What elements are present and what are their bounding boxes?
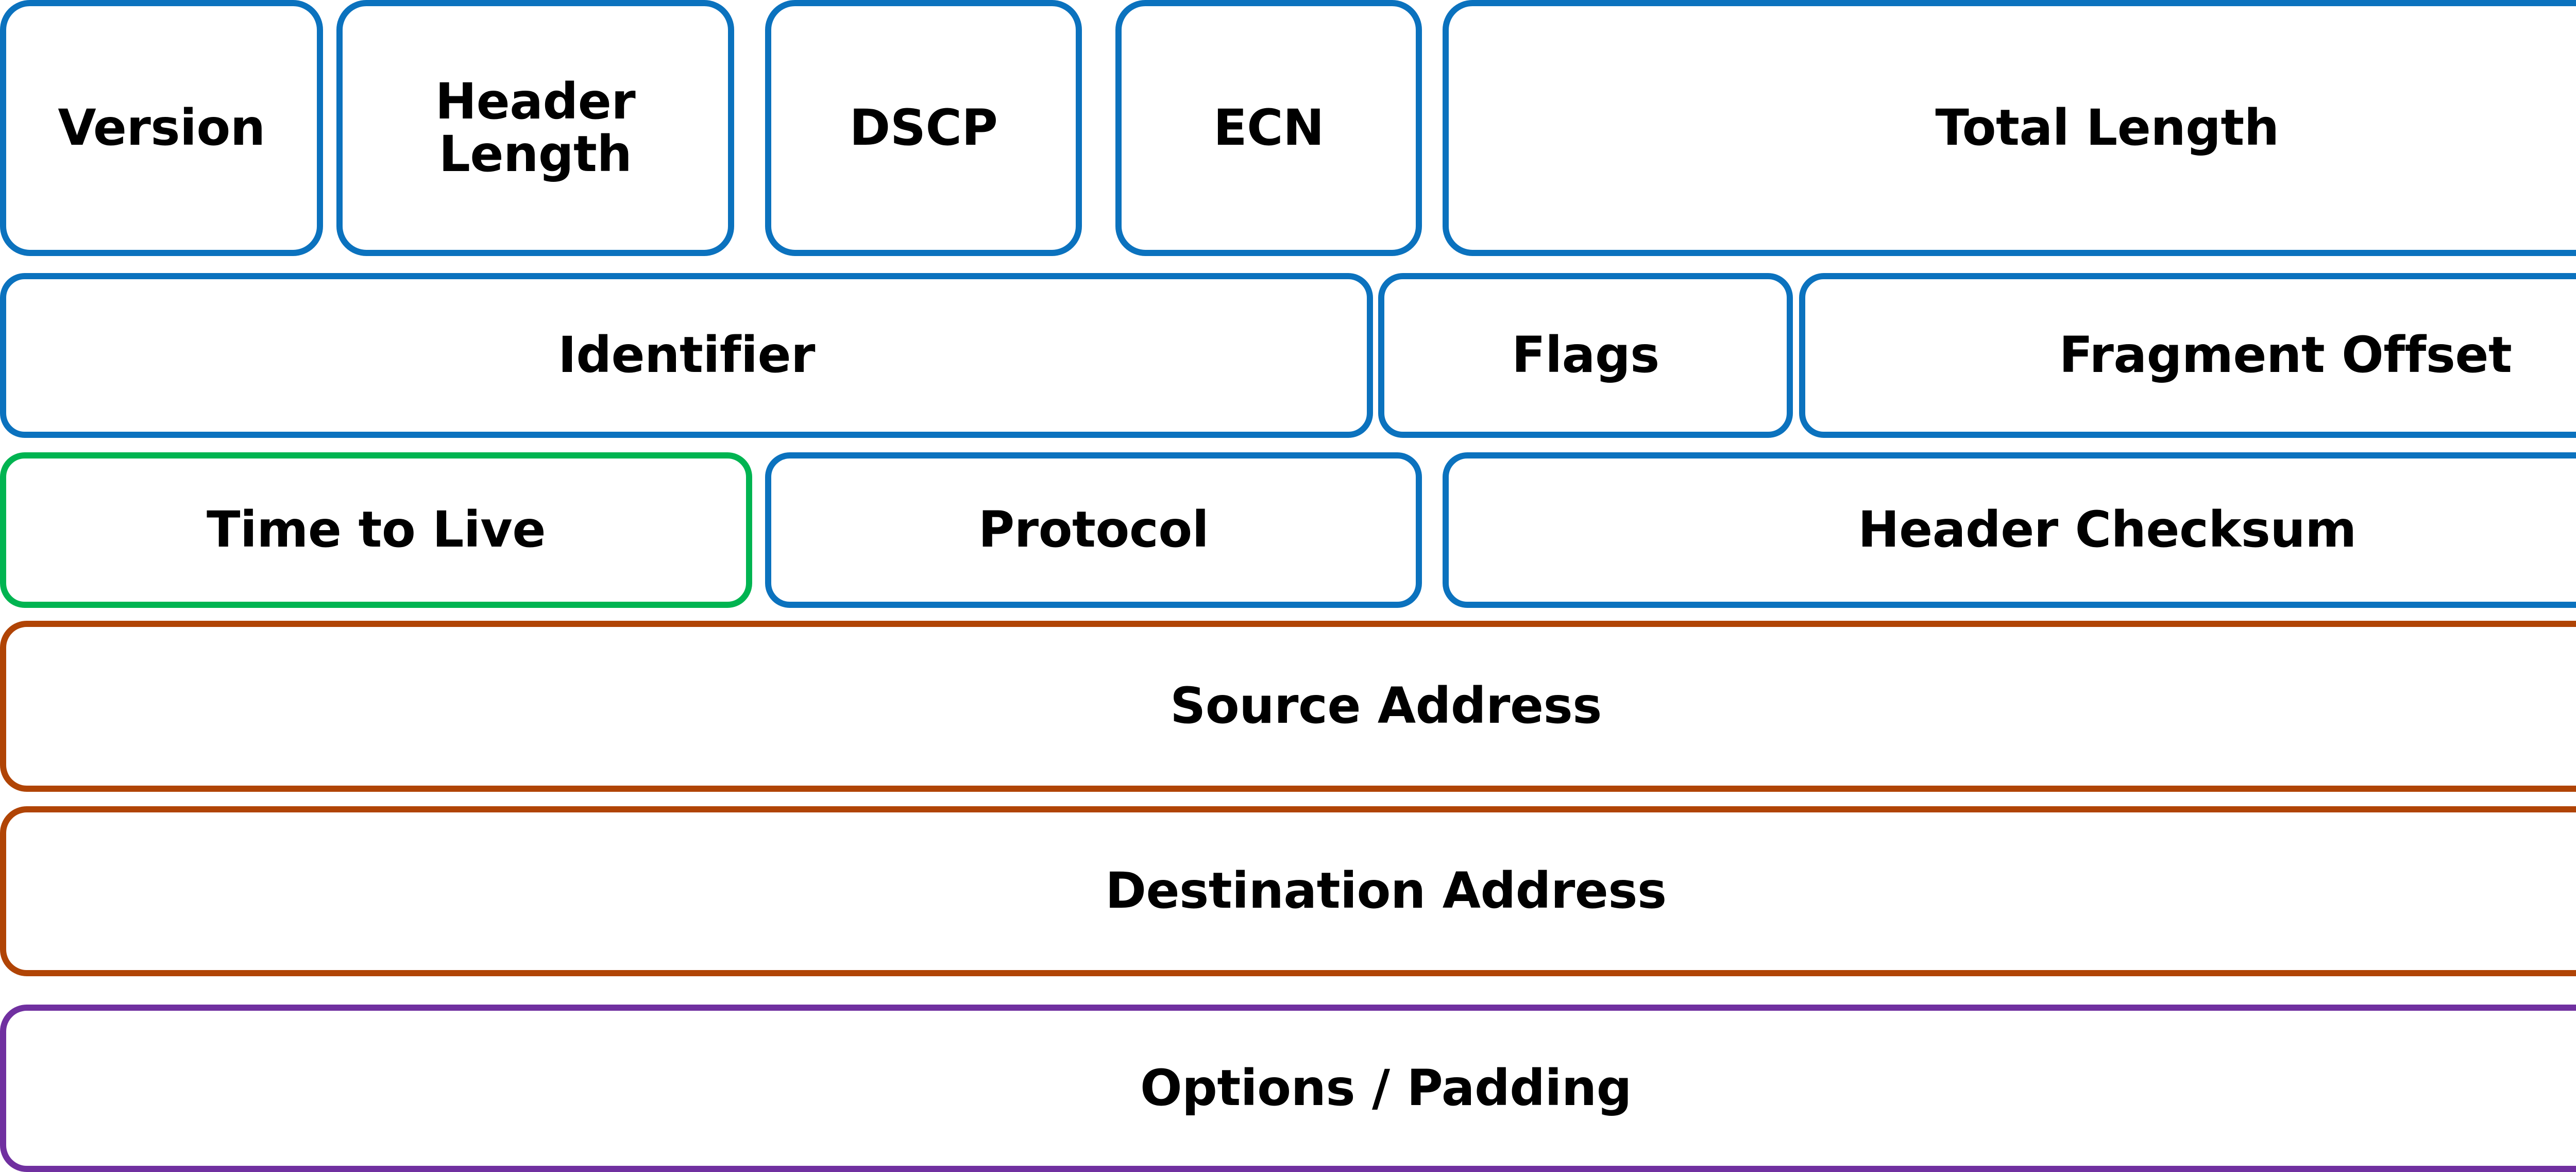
field-spacer bbox=[1422, 452, 1443, 608]
header-row-4: Source Address bbox=[0, 621, 2576, 792]
field-flags: Flags bbox=[1378, 273, 1793, 438]
field-options-padding: Options / Padding bbox=[0, 1005, 2576, 1172]
field-total-length: Total Length bbox=[1443, 0, 2576, 256]
header-row-6: Options / Padding bbox=[0, 1005, 2576, 1172]
field-dscp: DSCP bbox=[765, 0, 1082, 256]
field-time-to-live: Time to Live bbox=[0, 452, 752, 608]
field-spacer bbox=[1373, 273, 1378, 438]
field-spacer bbox=[734, 0, 765, 256]
field-version: Version bbox=[0, 0, 323, 256]
field-header-checksum: Header Checksum bbox=[1443, 452, 2576, 608]
field-spacer bbox=[1793, 273, 1799, 438]
field-fragment-offset: Fragment Offset bbox=[1799, 273, 2576, 438]
field-identifier: Identifier bbox=[0, 273, 1373, 438]
field-spacer bbox=[1422, 0, 1443, 256]
header-row-5: Destination Address bbox=[0, 806, 2576, 976]
field-spacer bbox=[323, 0, 336, 256]
field-destination-address: Destination Address bbox=[0, 806, 2576, 976]
field-protocol: Protocol bbox=[765, 452, 1422, 608]
field-ecn: ECN bbox=[1115, 0, 1422, 256]
field-spacer bbox=[1082, 0, 1115, 256]
field-spacer bbox=[752, 452, 765, 608]
field-source-address: Source Address bbox=[0, 621, 2576, 792]
